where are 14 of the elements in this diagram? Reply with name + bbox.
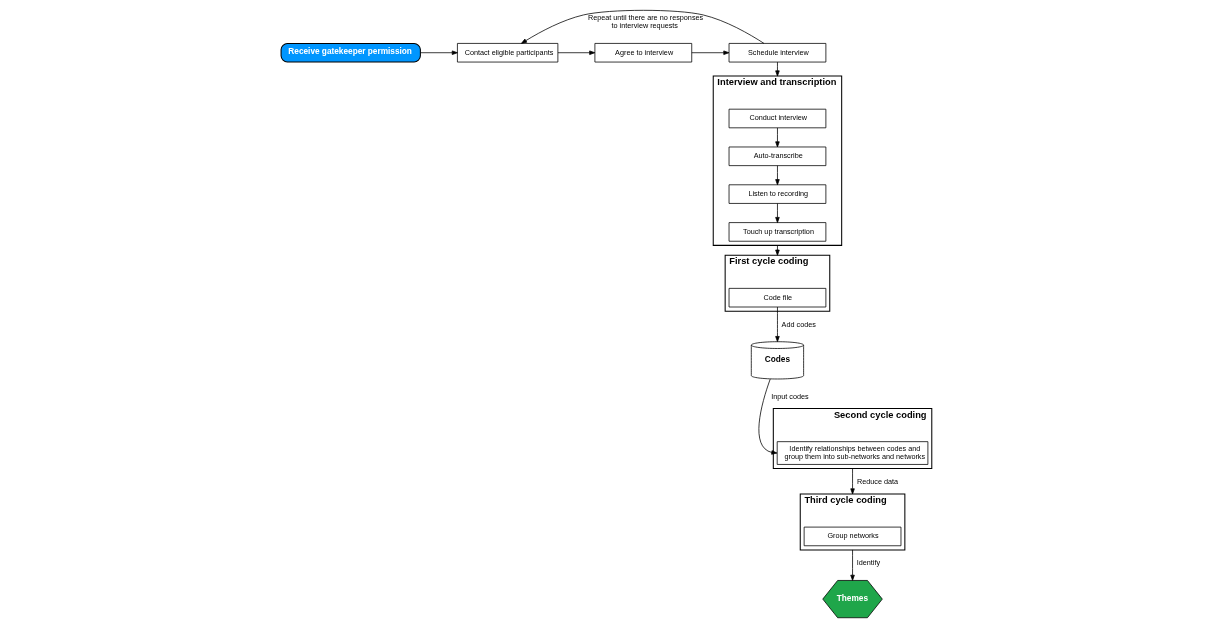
arrow	[775, 127, 780, 148]
arrow	[521, 9, 765, 44]
arrow	[691, 50, 730, 55]
arrow	[850, 549, 855, 581]
arrow	[850, 468, 855, 495]
node-box: Receive gatekeeper permission	[280, 42, 421, 63]
arrow	[775, 61, 780, 77]
arrow	[758, 378, 778, 455]
arrow	[775, 165, 780, 186]
arrow	[557, 50, 596, 55]
arrow	[775, 245, 780, 256]
arrow	[420, 50, 458, 55]
arrow	[775, 306, 780, 342]
arrow	[775, 203, 780, 223]
